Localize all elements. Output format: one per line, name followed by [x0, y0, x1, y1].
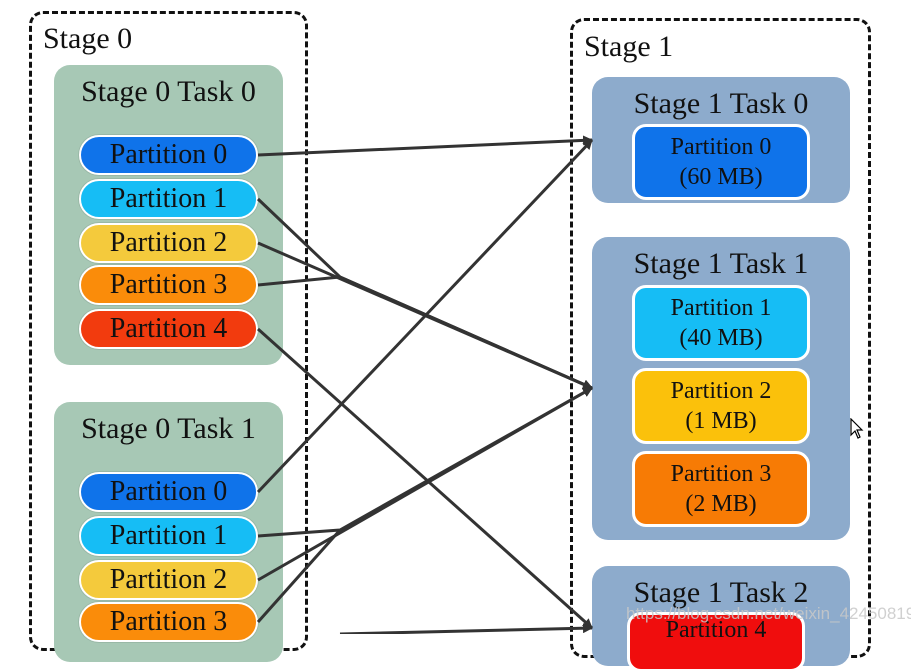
- arrow-s0t0-p3-to-s1t1: [257, 275, 593, 390]
- s1t0-partition-0-name: Partition 0: [670, 134, 772, 160]
- stage-1-task-1-title: Stage 1 Task 1: [633, 247, 809, 280]
- shuffle-arrows: [256, 135, 594, 634]
- s0t1-partition-1: Partition 1: [79, 516, 258, 556]
- s0t0-partition-0: Partition 0: [79, 135, 258, 175]
- arrow-s0t1-p3-to-s1t1: [256, 529, 342, 623]
- mouse-cursor-icon: [850, 418, 864, 439]
- arrow-s0t1-p2-to-s1t1: [257, 386, 593, 582]
- s1t1-partition-2-name: Partition 2: [670, 378, 772, 404]
- stage-1-title: Stage 1: [584, 30, 674, 63]
- stage-0-title: Stage 0: [43, 22, 133, 55]
- arrow-s0t0-p1-to-s1t1: [256, 197, 593, 390]
- s1t1-partition-2-size: (1 MB): [685, 408, 757, 434]
- arrow-s0t0-p4-to-s1t2: [256, 327, 594, 630]
- s0t0-partition-2: Partition 2: [79, 223, 258, 263]
- s1t1-partition-1-name: Partition 1: [670, 295, 772, 321]
- stage-1-task-2-title: Stage 1 Task 2: [633, 576, 809, 609]
- s1t1-partition-3-size: (2 MB): [685, 491, 757, 517]
- s1t1-partition-2: Partition 2 (1 MB): [632, 368, 810, 444]
- s1t1-partition-3: Partition 3 (2 MB): [632, 451, 810, 527]
- s0t0-partition-4: Partition 4: [79, 309, 258, 349]
- arrow-s0t1-p1-to-s1t1: [257, 386, 593, 538]
- stage-1-task-0-title: Stage 1 Task 0: [633, 87, 809, 120]
- s0t0-partition-1: Partition 1: [79, 179, 258, 219]
- arrow-s0t1-p0-to-s1t0: [256, 138, 594, 494]
- stage-0-task-0-title: Stage 0 Task 0: [81, 75, 256, 108]
- s0t1-partition-2: Partition 2: [79, 560, 258, 600]
- stage-0-task-1-title: Stage 0 Task 1: [81, 412, 256, 445]
- s0t1-partition-0: Partition 0: [79, 472, 258, 512]
- arrow-s0t1-p4-to-s1t2: [339, 623, 593, 634]
- s0t0-partition-3: Partition 3: [79, 265, 258, 305]
- s1t1-partition-1: Partition 1 (40 MB): [632, 285, 810, 361]
- s1t1-partition-1-size: (40 MB): [679, 325, 763, 351]
- s1t0-partition-0: Partition 0 (60 MB): [632, 124, 810, 200]
- s1t1-partition-3-name: Partition 3: [670, 461, 772, 487]
- arrow-s0t0-p0-to-s1t0: [257, 135, 593, 157]
- s1t0-partition-0-size: (60 MB): [679, 164, 763, 190]
- watermark: https://blog.csdn.net/weixin_42450819: [626, 604, 911, 623]
